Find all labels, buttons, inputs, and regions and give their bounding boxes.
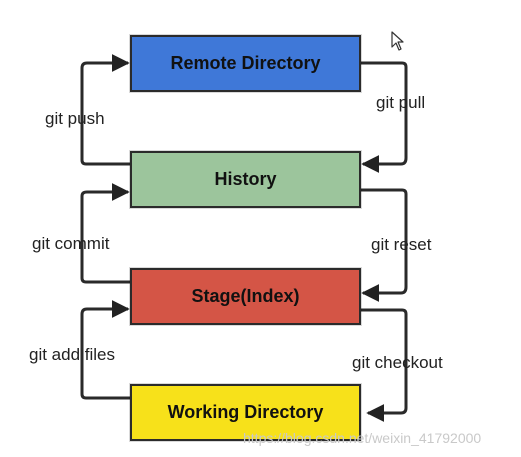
history-node: History: [130, 151, 361, 208]
git-push-label: git push: [45, 109, 105, 128]
working-directory-node: Working Directory: [130, 384, 361, 441]
remote-directory-node: Remote Directory: [130, 35, 361, 92]
git-pull-label: git pull: [376, 93, 426, 112]
git-reset-arrow: [360, 188, 408, 302]
watermark-url: https://blog.csdn.net/weixin_41792000: [243, 430, 482, 446]
git-checkout-label: git checkout: [352, 353, 443, 372]
git-add-files-label: git add files: [29, 345, 115, 364]
stage-index-node: Stage(Index): [130, 268, 361, 325]
git-push-arrow: [80, 54, 131, 166]
git-commit-arrow: [80, 183, 131, 284]
git-reset-label: git reset: [371, 235, 432, 254]
git-checkout-arrow: [360, 308, 408, 422]
git-add-arrow: [80, 300, 131, 400]
git-pull-arrow: [360, 61, 408, 173]
git-commit-label: git commit: [32, 234, 110, 253]
mouse-pointer-icon: [391, 31, 404, 51]
